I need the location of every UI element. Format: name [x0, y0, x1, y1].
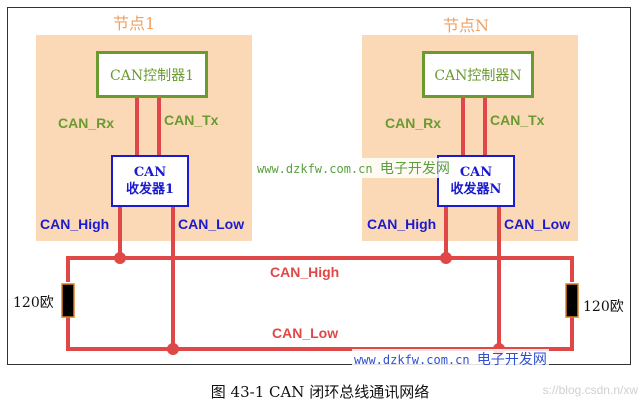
node-1-low-junction — [167, 343, 179, 355]
watermark-top: www.dzkfw.com.cn 电子开发网 — [255, 158, 452, 178]
node-1-high-label: CAN_High — [40, 216, 110, 232]
bus-high-label: CAN_High — [270, 264, 340, 280]
node-1-title: 节点1 — [113, 14, 156, 33]
node-1-tx-label: CAN_Tx — [164, 112, 219, 128]
node-n-high-label: CAN_High — [367, 216, 437, 232]
node-1-rx-label: CAN_Rx — [58, 115, 115, 131]
can-high-bus — [66, 256, 574, 282]
source-watermark: s://blog.csdn.n/xw — [542, 383, 638, 397]
watermark-bottom: www.dzkfw.com.cn 电子开发网 — [352, 349, 549, 369]
node-1-controller-label: CAN控制器1 — [110, 67, 194, 84]
watermark-bottom-cn: 电子开发网 — [476, 352, 547, 368]
node-1-transceiver: CAN 收发器1 — [111, 155, 189, 207]
watermark-top-cn: 电子开发网 — [379, 161, 450, 177]
figure-caption: 图 43-1 CAN 闭环总线通讯网络 — [210, 383, 430, 401]
node-n-tx-label: CAN_Tx — [490, 112, 545, 128]
can-low-bus — [66, 316, 574, 351]
resistor-left-label: 120欧 — [13, 295, 54, 311]
bus-low-label: CAN_Low — [272, 325, 339, 341]
node-n-transceiver-line1: CAN — [459, 165, 493, 180]
watermark-bottom-latin: www.dzkfw.com.cn — [354, 353, 470, 367]
resistor-right-label: 120欧 — [583, 299, 624, 315]
node-n-title: 节点N — [443, 16, 490, 35]
node-1-transceiver-line2: 收发器1 — [125, 182, 175, 197]
node-n-low-label: CAN_Low — [504, 216, 571, 232]
node-n-rx-label: CAN_Rx — [385, 115, 442, 131]
node-1-controller: CAN控制器1 — [96, 51, 208, 98]
node-n-controller: CAN控制器N — [422, 51, 534, 98]
watermark-top-latin: www.dzkfw.com.cn — [257, 162, 373, 176]
resistor-right — [565, 283, 579, 318]
node-1-transceiver-line1: CAN — [133, 165, 167, 180]
node-n-high-junction — [440, 252, 452, 264]
node-1-low-label: CAN_Low — [178, 216, 245, 232]
node-n-controller-label: CAN控制器N — [434, 67, 522, 84]
node-1-high-junction — [114, 252, 126, 264]
resistor-left — [61, 283, 75, 318]
node-n-transceiver-line2: 收发器N — [450, 182, 502, 197]
